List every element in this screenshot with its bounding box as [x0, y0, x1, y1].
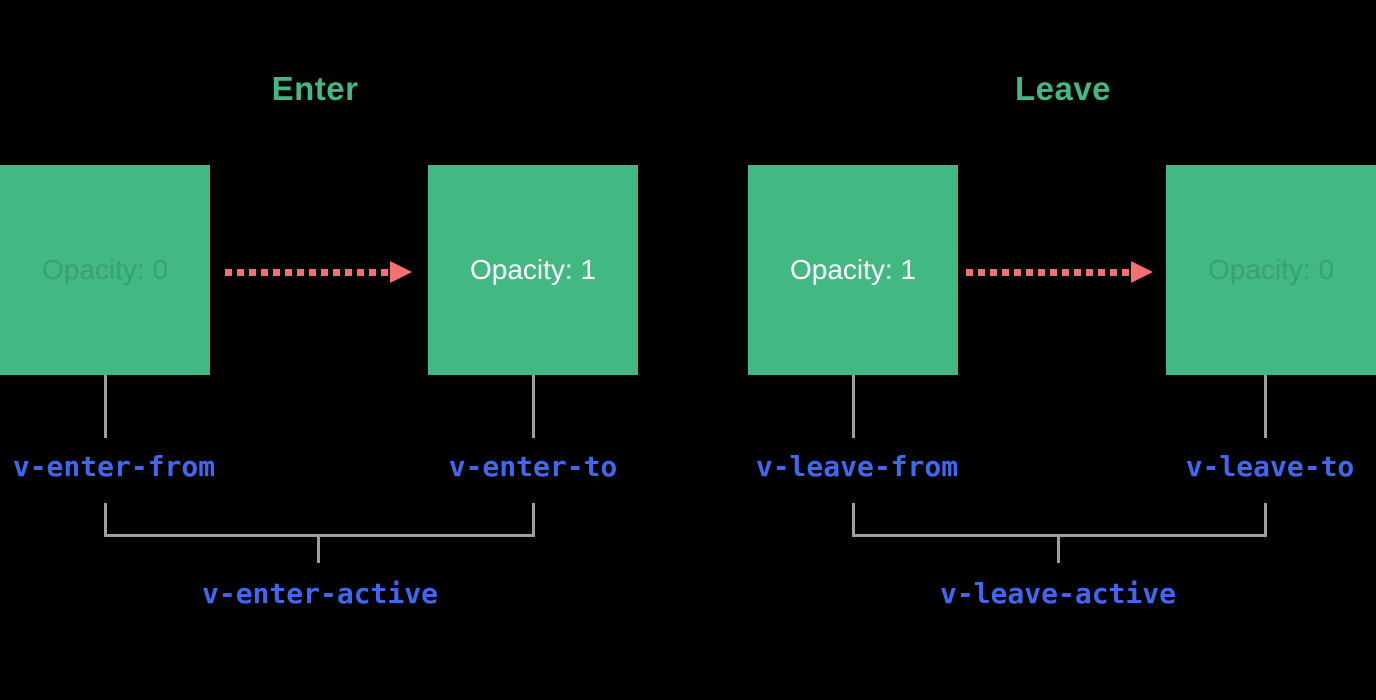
leave-active-bracket-stem	[1057, 537, 1060, 563]
leave-from-connector-line	[852, 375, 855, 438]
leave-dashed-arrow-icon	[966, 269, 1132, 276]
leave-active-bracket	[852, 503, 1267, 537]
enter-section-title: Enter	[271, 70, 359, 107]
enter-active-class-label: v-enter-active	[201, 577, 438, 610]
leave-active-class-label: v-leave-active	[939, 577, 1176, 610]
enter-from-connector-line	[104, 375, 107, 438]
enter-to-box: Opacity: 1	[428, 165, 638, 375]
enter-to-connector-line	[532, 375, 535, 438]
leave-to-connector-line	[1264, 375, 1267, 438]
leave-to-box-label: Opacity: 0	[1207, 254, 1335, 285]
leave-arrowhead-icon	[1131, 261, 1153, 283]
enter-from-box-label: Opacity: 0	[41, 254, 169, 285]
leave-to-box: Opacity: 0	[1166, 165, 1376, 375]
enter-to-box-label: Opacity: 1	[469, 254, 597, 285]
enter-from-class-label: v-enter-from	[12, 450, 216, 483]
leave-from-box-label: Opacity: 1	[789, 254, 917, 285]
enter-active-bracket	[104, 503, 535, 537]
enter-active-bracket-stem	[317, 537, 320, 563]
leave-from-box: Opacity: 1	[748, 165, 958, 375]
enter-from-box: Opacity: 0	[0, 165, 210, 375]
leave-from-class-label: v-leave-from	[755, 450, 959, 483]
enter-arrowhead-icon	[390, 261, 412, 283]
enter-dashed-arrow-icon	[225, 269, 391, 276]
leave-to-class-label: v-leave-to	[1185, 450, 1355, 483]
leave-section-title: Leave	[1014, 70, 1112, 107]
enter-to-class-label: v-enter-to	[448, 450, 618, 483]
